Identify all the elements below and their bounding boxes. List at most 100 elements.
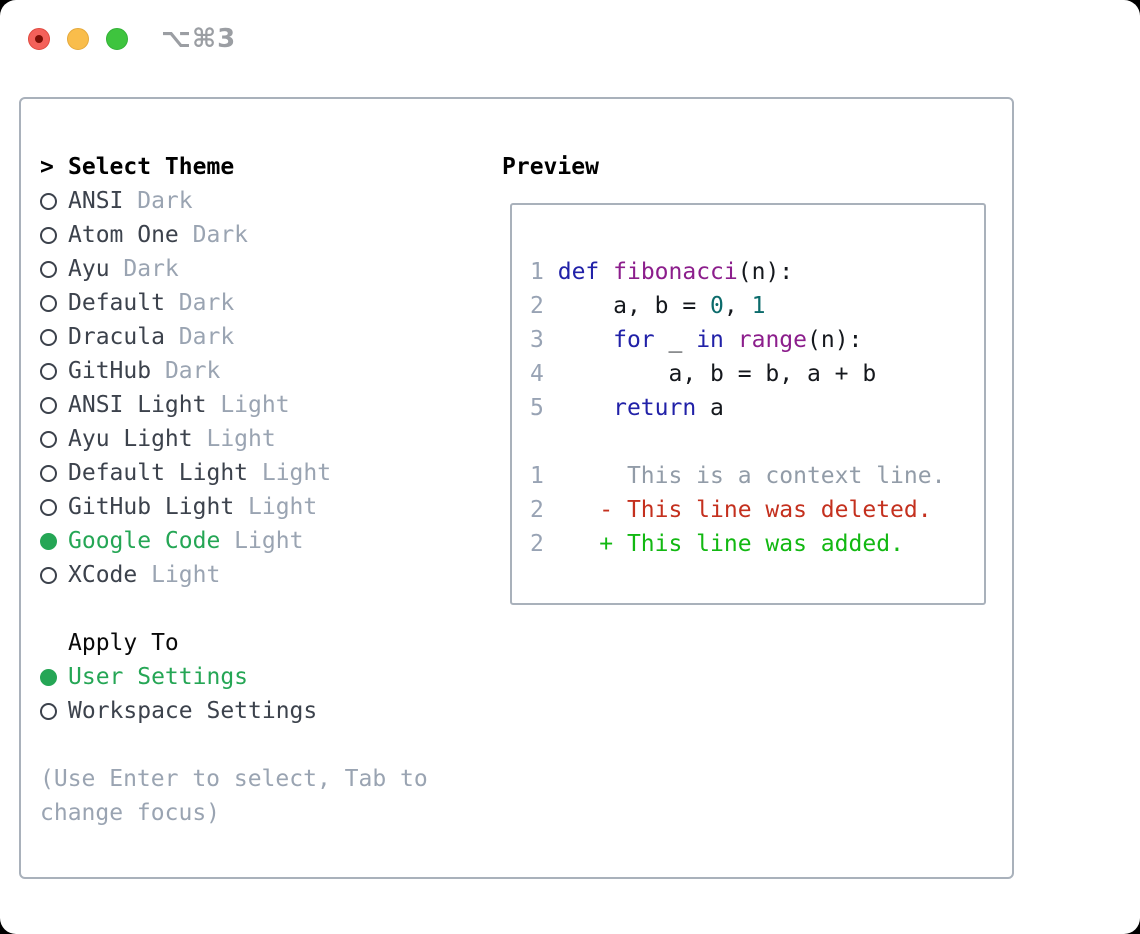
radio-slot [40,498,68,516]
code-token: (n): [807,327,863,353]
option-variant-label: Light [206,392,290,418]
radio-icon [40,430,57,448]
option-label: Workspace Settings [68,698,318,724]
apply-to-title: Apply To [68,630,179,656]
code-token: a, b = b, a + b [543,361,877,387]
code-token [544,259,558,285]
section-spacer [40,592,480,626]
line-number: 4 [530,361,544,387]
code-token: - This line was deleted. [543,497,932,523]
close-dot-icon [35,35,43,43]
option-label: Ayu [68,256,110,282]
code-line: 3 for _ in range(n): [530,323,984,357]
theme-option-ansi-light[interactable]: ANSI Light Light [40,388,480,422]
minimize-button[interactable] [67,28,89,50]
radio-slot [40,396,68,414]
select-theme-header: >Select Theme [40,150,480,184]
option-variant-label: Light [192,426,276,452]
window-title: ⌥⌘3 [161,24,237,54]
radio-slot [40,430,68,448]
radio-slot [40,532,68,550]
theme-option-github[interactable]: GitHub Dark [40,354,480,388]
theme-option-github-light[interactable]: GitHub Light Light [40,490,480,524]
radio-icon [40,362,57,380]
theme-option-ansi[interactable]: ANSI Dark [40,184,480,218]
radio-icon [40,192,57,210]
maximize-button[interactable] [106,28,128,50]
theme-option-atom-one[interactable]: Atom One Dark [40,218,480,252]
code-token: + This line was added. [543,531,904,557]
option-label: XCode [68,562,138,588]
line-number: 2 [530,497,544,523]
code-line: 1 This is a context line. [530,459,984,493]
code-token: range [737,327,808,353]
option-label: GitHub Light [68,494,235,520]
code-token [599,259,613,285]
apply-to-header: Apply To [40,626,480,660]
code-line: 4 a, b = b, a + b [530,357,984,391]
code-token: a, b = [543,293,711,319]
option-variant-label: Dark [164,290,235,316]
code-token: 0 [710,293,724,319]
radio-slot [40,362,68,380]
radio-selected-icon [40,668,57,686]
option-label: Dracula [68,324,165,350]
radio-slot [40,702,68,720]
option-label: Atom One [68,222,179,248]
code-token: def [557,259,600,285]
code-token: 1 [751,293,766,319]
option-label: Ayu Light [68,426,193,452]
radio-slot [40,668,68,686]
code-token: _ [654,327,697,353]
theme-option-xcode[interactable]: XCode Light [40,558,480,592]
line-number: 2 [530,293,544,319]
radio-slot [40,226,68,244]
code-token: a [696,395,724,421]
code-token [724,327,738,353]
code-token: for [613,327,655,353]
code-token: in [696,327,724,353]
radio-slot [40,192,68,210]
option-variant-label: Dark [164,324,235,350]
radio-selected-icon [40,532,57,550]
line-number: 5 [530,395,544,421]
apply-to-option-workspace-settings[interactable]: Workspace Settings [40,694,480,728]
radio-icon [40,294,57,312]
theme-option-ayu-light[interactable]: Ayu Light Light [40,422,480,456]
theme-option-ayu[interactable]: Ayu Dark [40,252,480,286]
select-theme-title: Select Theme [68,154,235,180]
code-token: , [723,293,752,319]
theme-option-default-light[interactable]: Default Light Light [40,456,480,490]
option-label: User Settings [68,664,249,690]
option-variant-label: Light [220,528,304,554]
code-line: 2 + This line was added. [530,527,984,561]
radio-slot [40,260,68,278]
option-label: Google Code [68,528,221,554]
theme-option-google-code[interactable]: Google Code Light [40,524,480,558]
radio-icon [40,566,57,584]
option-variant-label: Dark [151,358,221,384]
code-line: 2 a, b = 0, 1 [530,289,984,323]
option-variant-label: Light [248,460,332,486]
theme-option-dracula[interactable]: Dracula Dark [40,320,480,354]
option-label: ANSI Light [68,392,207,418]
code-line: 2 - This line was deleted. [530,493,984,527]
code-line: 5 return a [530,391,984,425]
line-number: 2 [530,531,544,557]
line-number: 3 [530,327,544,353]
radio-slot [40,566,68,584]
option-variant-label: Dark [109,256,179,282]
line-number: 1 [530,259,544,285]
radio-slot [40,294,68,312]
apply-to-option-user-settings[interactable]: User Settings [40,660,480,694]
option-variant-label: Light [137,562,221,588]
preview-title: Preview [502,154,599,180]
theme-option-default[interactable]: Default Dark [40,286,480,320]
close-button[interactable] [28,28,50,50]
radio-slot [40,464,68,482]
radio-icon [40,328,57,346]
